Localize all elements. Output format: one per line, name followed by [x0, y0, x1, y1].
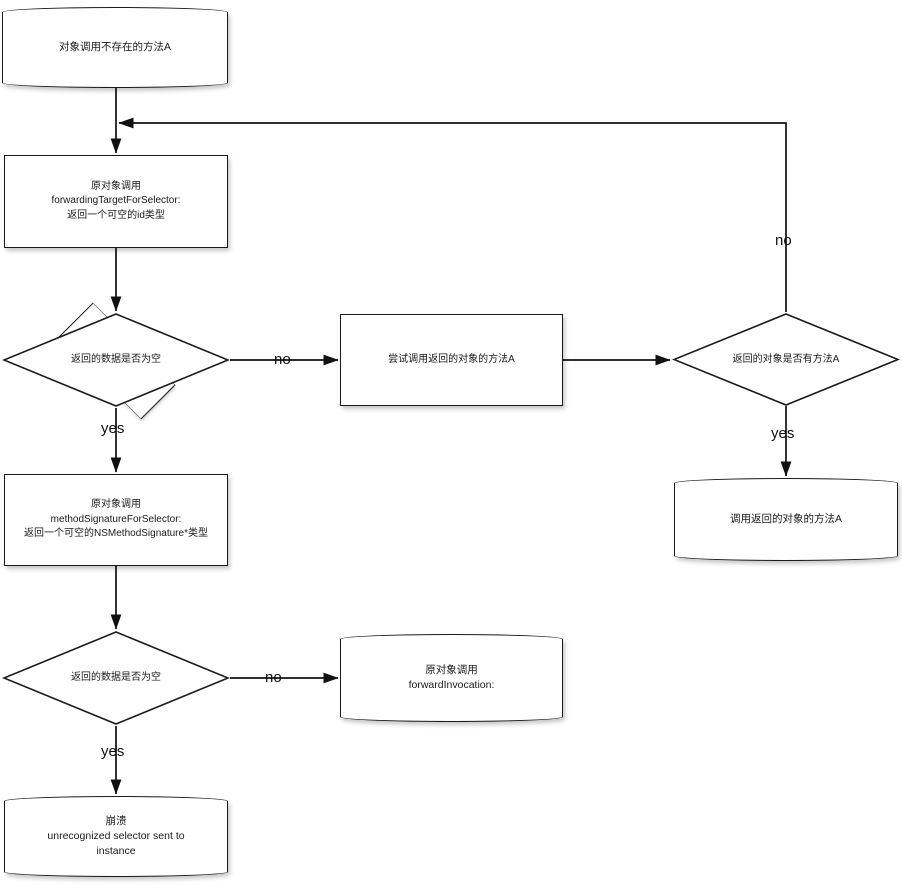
node-crash[interactable]: 崩溃 unrecognized selector sent to instanc…: [4, 796, 228, 877]
node-try-call-returned-object-label: 尝试调用返回的对象的方法A: [388, 353, 515, 365]
node-start[interactable]: 对象调用不存在的方法A: [2, 7, 228, 88]
diamond-outline: [672, 313, 900, 406]
edge-label-decision1-yes: yes: [101, 420, 125, 437]
node-method-signature[interactable]: 原对象调用 methodSignatureForSelector: 返回一个可空…: [4, 474, 228, 566]
node-forwarding-target-label: 原对象调用 forwardingTargetForSelector: 返回一个可…: [51, 180, 181, 221]
edge-label-decision2-no: no: [265, 669, 282, 686]
node-decision-data-empty-1[interactable]: 返回的数据是否为空: [2, 302, 230, 420]
node-decision-object-has-method[interactable]: 返回的对象是否有方法A: [672, 312, 900, 407]
node-call-returned-object-method-label: 调用返回的对象的方法A: [729, 512, 842, 525]
node-decision-object-has-method-label: 返回的对象是否有方法A: [732, 353, 840, 365]
node-try-call-returned-object[interactable]: 尝试调用返回的对象的方法A: [340, 314, 563, 406]
diamond-outline: [2, 313, 230, 407]
node-forwarding-target[interactable]: 原对象调用 forwardingTargetForSelector: 返回一个可…: [4, 155, 228, 248]
node-method-signature-label: 原对象调用 methodSignatureForSelector: 返回一个可空…: [24, 499, 208, 540]
node-forward-invocation[interactable]: 原对象调用 forwardInvocation:: [340, 634, 563, 722]
edge-label-decision-object-yes: yes: [771, 425, 795, 442]
edge-label-decision2-yes: yes: [101, 743, 125, 760]
edge-label-decision-object-no: no: [775, 232, 792, 249]
node-decision-data-empty-2-label: 返回的数据是否为空: [71, 672, 161, 683]
diamond-outline: [2, 631, 230, 725]
node-crash-label: 崩溃 unrecognized selector sent to instanc…: [47, 814, 185, 858]
edge-label-decision1-no: no: [274, 351, 291, 368]
node-call-returned-object-method[interactable]: 调用返回的对象的方法A: [674, 478, 898, 561]
node-forward-invocation-label: 原对象调用 forwardInvocation:: [408, 663, 495, 691]
node-decision-data-empty-2[interactable]: 返回的数据是否为空: [2, 630, 230, 726]
node-decision-data-empty-1-label: 返回的数据是否为空: [71, 354, 161, 365]
node-start-label: 对象调用不存在的方法A: [58, 40, 171, 53]
